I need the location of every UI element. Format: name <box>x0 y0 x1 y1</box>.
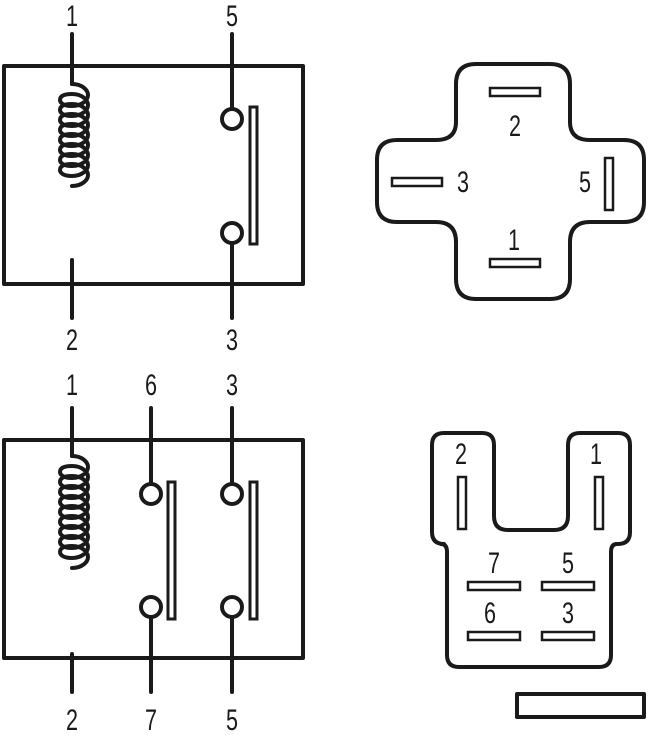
relay-a-label-bottom-left: 2 <box>66 322 78 356</box>
connector-b-pin-row1-right <box>540 580 596 592</box>
relay-b-coil <box>58 454 90 570</box>
relay-b-contact-bar-right <box>248 480 259 621</box>
relay-b-label-bottom-left: 2 <box>66 702 78 736</box>
connector-a-label-bottom: 1 <box>508 222 520 256</box>
connector-b-label-row1-left: 7 <box>488 545 500 579</box>
connector-a-pin-top <box>488 86 542 98</box>
relay-b-contact-3 <box>220 482 244 506</box>
connector-b-label-row1-right: 5 <box>562 545 574 579</box>
connector-b-label-row2-left: 6 <box>484 595 496 629</box>
connector-b-pin-right-tab <box>593 475 605 531</box>
relay-b-housing <box>2 438 305 660</box>
connector-b-housing <box>430 431 632 669</box>
relay-b-label-top-left: 1 <box>66 367 78 401</box>
connector-b-pin-left-tab <box>456 475 468 531</box>
connector-a-label-left: 3 <box>457 164 469 198</box>
connector-b-label-left-tab: 2 <box>455 436 467 470</box>
connector-b-pin-row1-left <box>466 580 522 592</box>
relay-b-contact-5 <box>220 595 244 619</box>
relay-a-housing <box>2 64 305 286</box>
relay-a-contact-bar <box>248 105 259 246</box>
connector-a-label-top: 2 <box>509 108 521 142</box>
connector-b-pin-row2-right <box>540 630 596 642</box>
relay-b-contact-6 <box>139 482 163 506</box>
connector-b-pin-row2-left <box>466 630 522 642</box>
relay-b-label-bottom-mid: 7 <box>145 702 157 736</box>
connector-a-pin-right <box>603 156 615 212</box>
relay-a-schematic: 1 5 2 3 <box>2 0 305 357</box>
relay-b-label-bottom-right: 5 <box>226 702 238 736</box>
connector-a-housing <box>375 62 646 301</box>
relay-a-contact-5 <box>220 107 244 131</box>
connector-b-latch-bar <box>515 692 646 719</box>
connector-a-pin-left <box>390 176 444 188</box>
relay-a-label-bottom-right: 3 <box>226 322 238 356</box>
relay-b-label-top-right: 3 <box>226 367 238 401</box>
relay-b-contact-bar-left <box>166 480 177 621</box>
connector-b-label-right-tab: 1 <box>590 436 602 470</box>
connector-b-pinout: 2 1 7 5 6 3 <box>430 431 632 669</box>
relay-b-schematic: 1 6 3 2 7 5 <box>2 367 305 737</box>
connector-a-pinout: 2 3 5 1 <box>375 62 646 301</box>
relay-b-contact-7 <box>139 595 163 619</box>
connector-a-label-right: 5 <box>579 164 591 198</box>
connector-b-label-row2-right: 3 <box>562 595 574 629</box>
relay-a-label-top-right: 5 <box>226 0 238 33</box>
relay-b-label-top-mid: 6 <box>145 367 157 401</box>
connector-a-pin-bottom <box>488 257 542 269</box>
relay-a-label-top-left: 1 <box>66 0 78 33</box>
relay-a-coil <box>58 82 90 188</box>
relay-a-contact-3 <box>220 221 244 245</box>
